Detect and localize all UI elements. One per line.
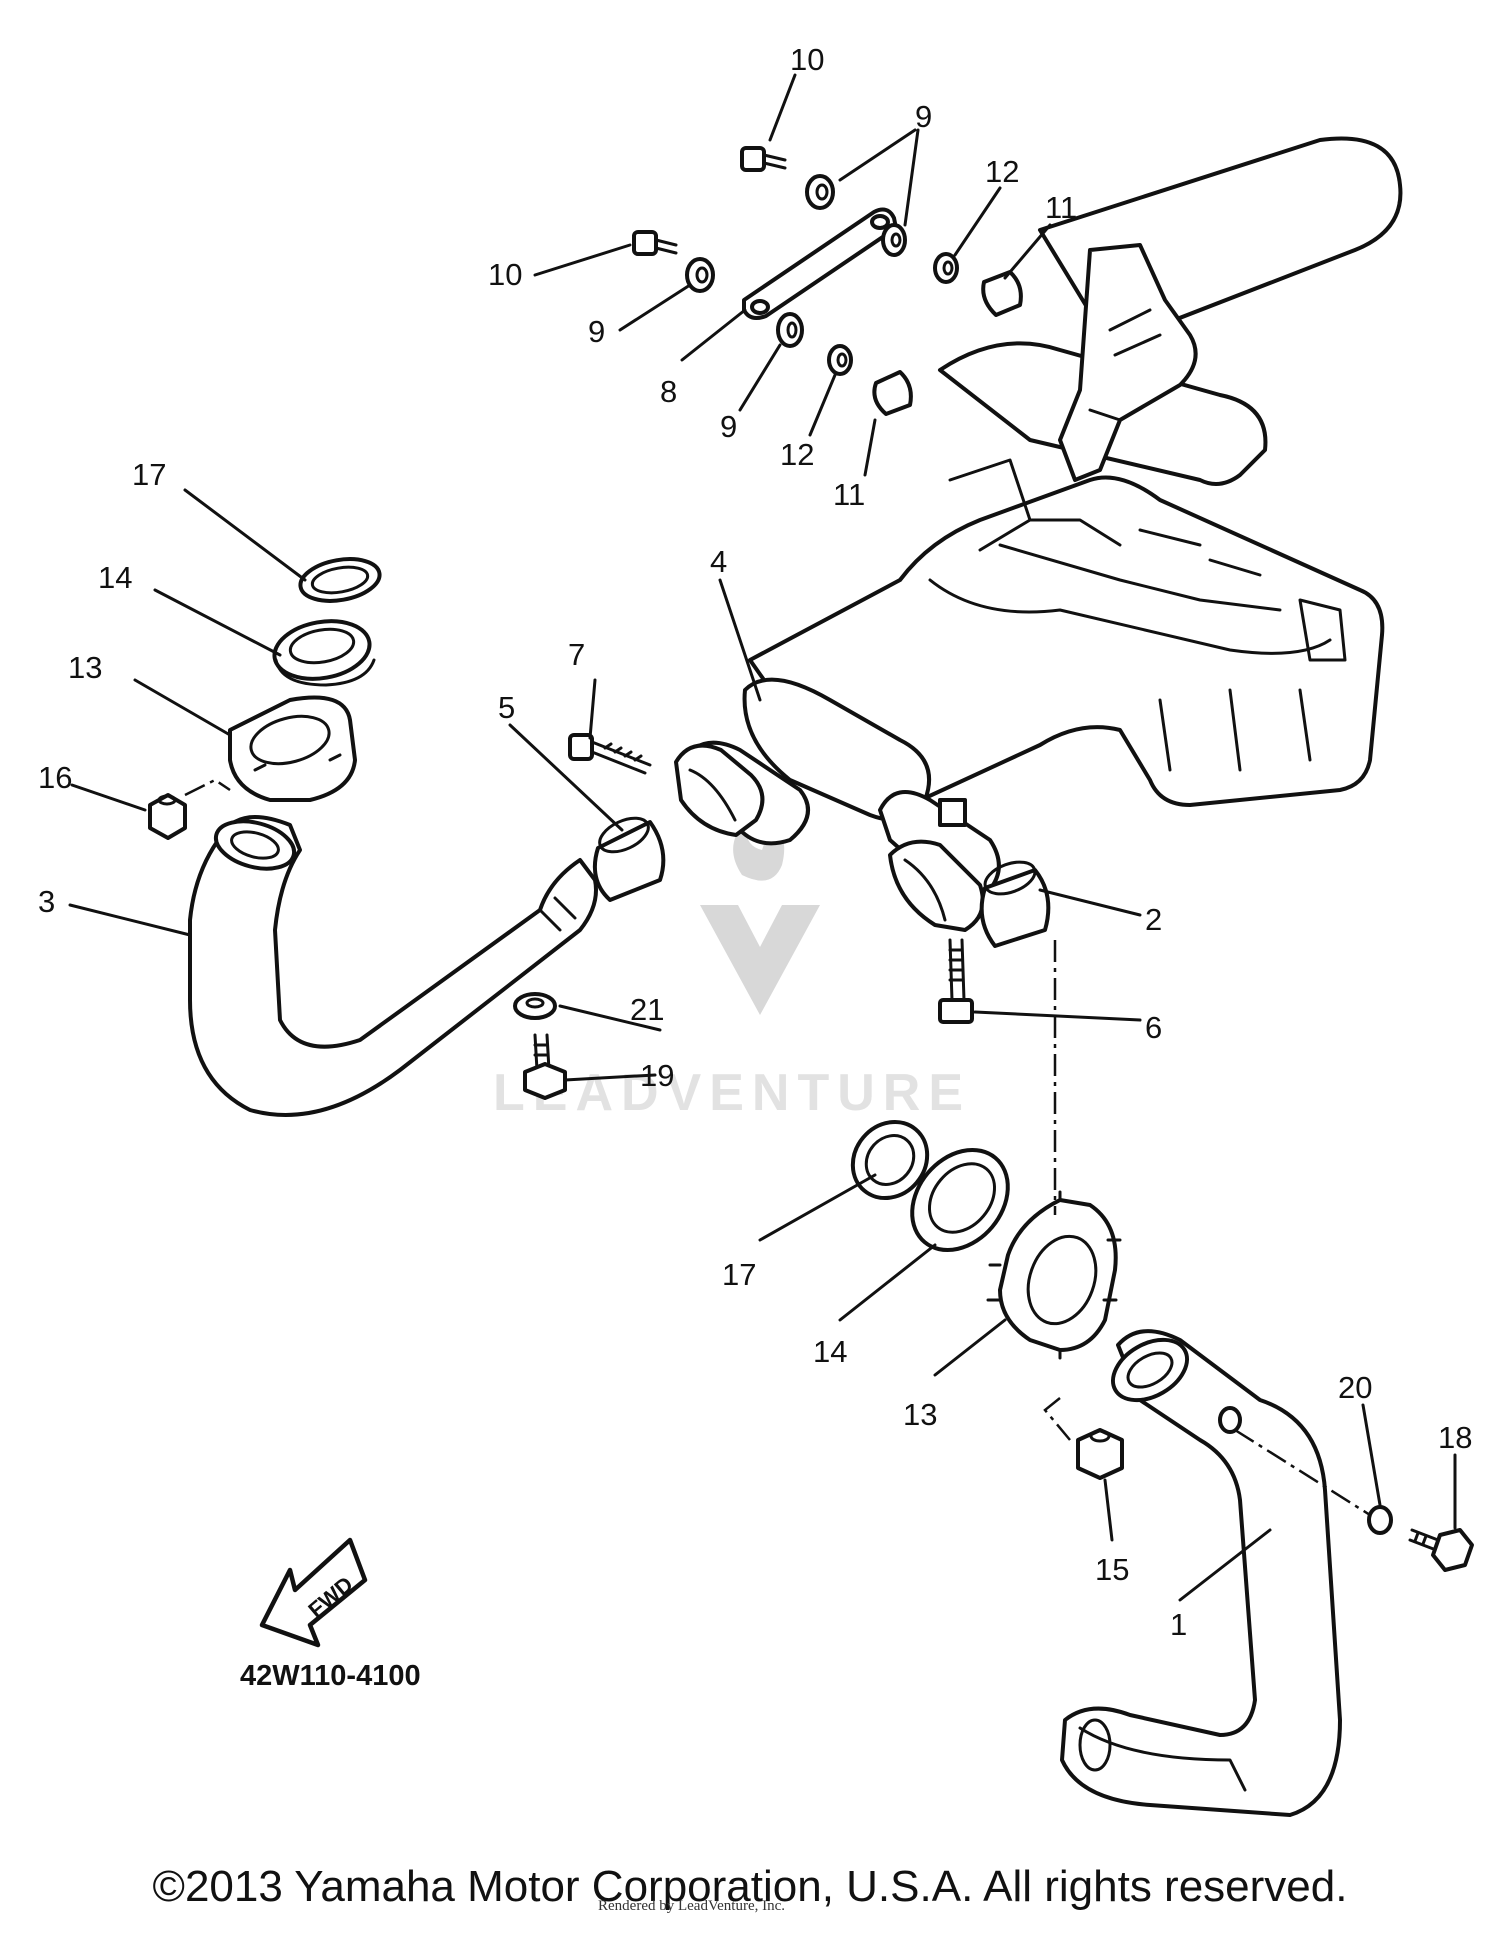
bolt-part-10a bbox=[740, 146, 787, 172]
part-label-8: 8 bbox=[660, 374, 677, 409]
part-label-12: 12 bbox=[780, 437, 814, 472]
ring-part-14a bbox=[272, 619, 376, 687]
part-label-17: 17 bbox=[132, 457, 166, 492]
bolt-part-19 bbox=[523, 1033, 567, 1100]
part-label-20: 20 bbox=[1338, 1370, 1372, 1405]
fwd-label: FWD bbox=[303, 1571, 357, 1622]
bolt-part-10b bbox=[632, 230, 678, 256]
washer-part-20 bbox=[1367, 1505, 1393, 1535]
rendered-by-note: Rendered by LeadVenture, Inc. bbox=[598, 1898, 786, 1914]
part-label-9: 9 bbox=[915, 99, 932, 134]
part-label-5: 5 bbox=[498, 690, 515, 725]
part-label-14: 14 bbox=[813, 1334, 847, 1369]
part-label-11: 11 bbox=[1045, 190, 1077, 225]
part-label-17: 17 bbox=[722, 1257, 756, 1292]
muffler-inlet-clamps bbox=[674, 743, 985, 932]
bolt-part-6 bbox=[938, 938, 974, 1024]
exhaust-pipe-part-3 bbox=[188, 815, 598, 1117]
part-label-15: 15 bbox=[1095, 1552, 1129, 1587]
part-label-4: 4 bbox=[710, 544, 727, 579]
part-label-21: 21 bbox=[630, 992, 664, 1027]
part-label-3: 3 bbox=[38, 884, 55, 919]
part-label-9: 9 bbox=[588, 314, 605, 349]
part-label-19: 19 bbox=[640, 1058, 674, 1093]
dashed-leader-16 bbox=[184, 778, 231, 797]
washer-part-21 bbox=[513, 992, 557, 1020]
gasket-part-2 bbox=[979, 860, 1051, 948]
ring-part-14b bbox=[910, 1147, 1010, 1253]
part-label-14: 14 bbox=[98, 560, 132, 595]
collars-part-11 bbox=[872, 270, 1023, 416]
watermark-text: LEADVENTURE bbox=[493, 1064, 971, 1122]
part-label-10: 10 bbox=[488, 257, 522, 292]
watermark-v-icon bbox=[700, 905, 820, 1015]
part-label-16: 16 bbox=[38, 760, 72, 795]
part-label-1: 1 bbox=[1170, 1607, 1187, 1642]
washers-part-12 bbox=[827, 252, 959, 376]
dashed-assembly-line-20 bbox=[1234, 1428, 1371, 1517]
leadventure-watermark: LEADVENTURE bbox=[493, 805, 971, 1122]
bolt-part-18 bbox=[1408, 1528, 1474, 1572]
dashed-leader-15 bbox=[1043, 1397, 1071, 1441]
flange-part-13a bbox=[228, 695, 357, 802]
gasket-part-5 bbox=[593, 816, 666, 902]
diagram-code: 42W110-4100 bbox=[240, 1660, 421, 1692]
ring-part-17a bbox=[298, 557, 382, 603]
part-number-labels: 10 9 10 9 8 9 12 11 12 11 17 14 13 16 3 … bbox=[38, 42, 1472, 1642]
muffler-part-4 bbox=[678, 136, 1403, 900]
fwd-arrow-icon: FWD bbox=[259, 1537, 368, 1648]
ring-part-17b bbox=[850, 1119, 930, 1201]
bolt-part-7 bbox=[568, 733, 652, 775]
bracket-part-8 bbox=[742, 207, 898, 320]
part-label-11: 11 bbox=[833, 477, 865, 512]
flange-part-13b bbox=[986, 1190, 1122, 1360]
part-label-2: 2 bbox=[1145, 902, 1162, 937]
nut-part-15 bbox=[1076, 1428, 1124, 1480]
part-label-13: 13 bbox=[68, 650, 102, 685]
part-label-7: 7 bbox=[568, 637, 585, 672]
grommets-part-9 bbox=[685, 174, 907, 348]
leader-lines bbox=[68, 73, 1457, 1602]
nut-part-16 bbox=[148, 793, 187, 840]
part-label-10: 10 bbox=[790, 42, 824, 77]
part-label-13: 13 bbox=[903, 1397, 937, 1432]
copyright-notice: ©2013 Yamaha Motor Corporation, U.S.A. A… bbox=[152, 1862, 1348, 1911]
part-label-9: 9 bbox=[720, 409, 737, 444]
part-label-6: 6 bbox=[1145, 1010, 1162, 1045]
part-label-12: 12 bbox=[985, 154, 1019, 189]
part-label-18: 18 bbox=[1438, 1420, 1472, 1455]
